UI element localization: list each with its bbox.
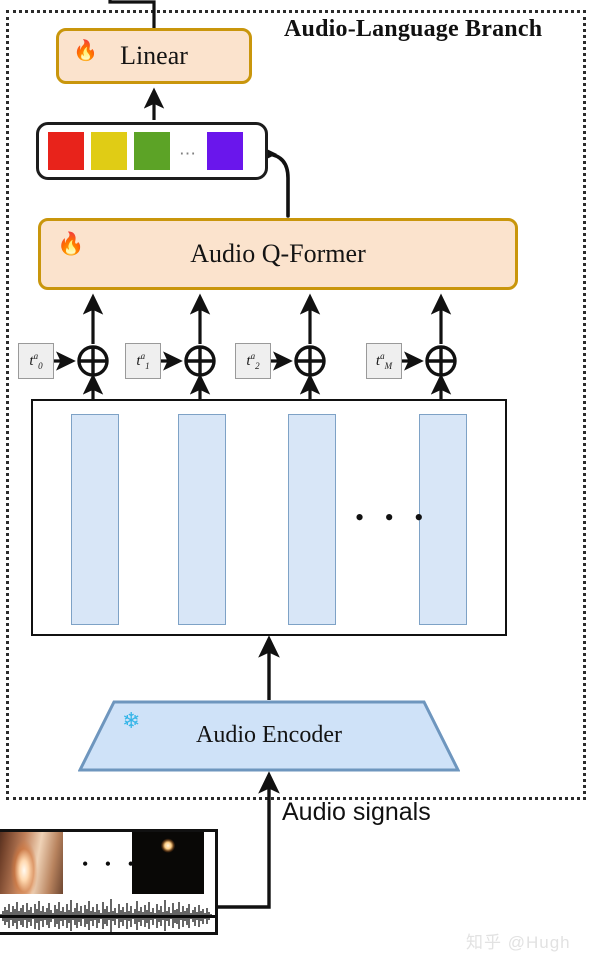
token-ellipsis: ⋯: [179, 143, 198, 163]
audio-language-branch-container: [6, 10, 586, 800]
snowflake-icon: ❄: [122, 708, 141, 733]
frames-ellipsis: • • •: [82, 854, 140, 874]
position-token-0: ta0: [18, 343, 54, 379]
token-square-purple: [207, 132, 243, 170]
token-square-red: [48, 132, 84, 170]
position-token-m: taM: [366, 343, 402, 379]
position-token-2: ta2: [235, 343, 271, 379]
fire-icon: 🔥: [57, 231, 85, 256]
video-frame-thumbnail: [0, 832, 63, 894]
token-square-yellow: [91, 132, 127, 170]
token-square-green: [134, 132, 170, 170]
audio-features-panel: [31, 399, 507, 636]
audio-encoder-block[interactable]: ❄ Audio Encoder: [77, 700, 461, 772]
feature-bar: [419, 414, 467, 625]
branch-title: Audio-Language Branch: [284, 16, 543, 42]
watermark: 知乎 @Hugh: [466, 933, 571, 952]
feature-bar: [288, 414, 336, 625]
add-operator-m: [425, 345, 457, 377]
audio-encoder-label: Audio Encoder: [196, 722, 342, 748]
query-tokens-container: ⋯: [36, 122, 268, 180]
audio-signals-label: Audio signals: [282, 798, 431, 826]
feature-bar: [71, 414, 119, 625]
add-operator-2: [294, 345, 326, 377]
position-token-1: ta1: [125, 343, 161, 379]
linear-block-label: Linear: [120, 41, 188, 70]
linear-block[interactable]: 🔥 Linear: [56, 28, 252, 84]
feature-ellipsis: • • •: [355, 503, 431, 532]
trapezoid-shape: [77, 700, 461, 772]
audio-qformer-block[interactable]: 🔥 Audio Q-Former: [38, 218, 518, 290]
add-operator-1: [184, 345, 216, 377]
audio-waveform: [0, 899, 215, 932]
input-media-panel: • • •: [0, 829, 218, 935]
feature-bar: [178, 414, 226, 625]
video-frame-thumbnail: [132, 832, 204, 894]
add-operator-0: [77, 345, 109, 377]
fire-icon: 🔥: [73, 40, 98, 62]
audio-qformer-label: Audio Q-Former: [190, 239, 366, 268]
